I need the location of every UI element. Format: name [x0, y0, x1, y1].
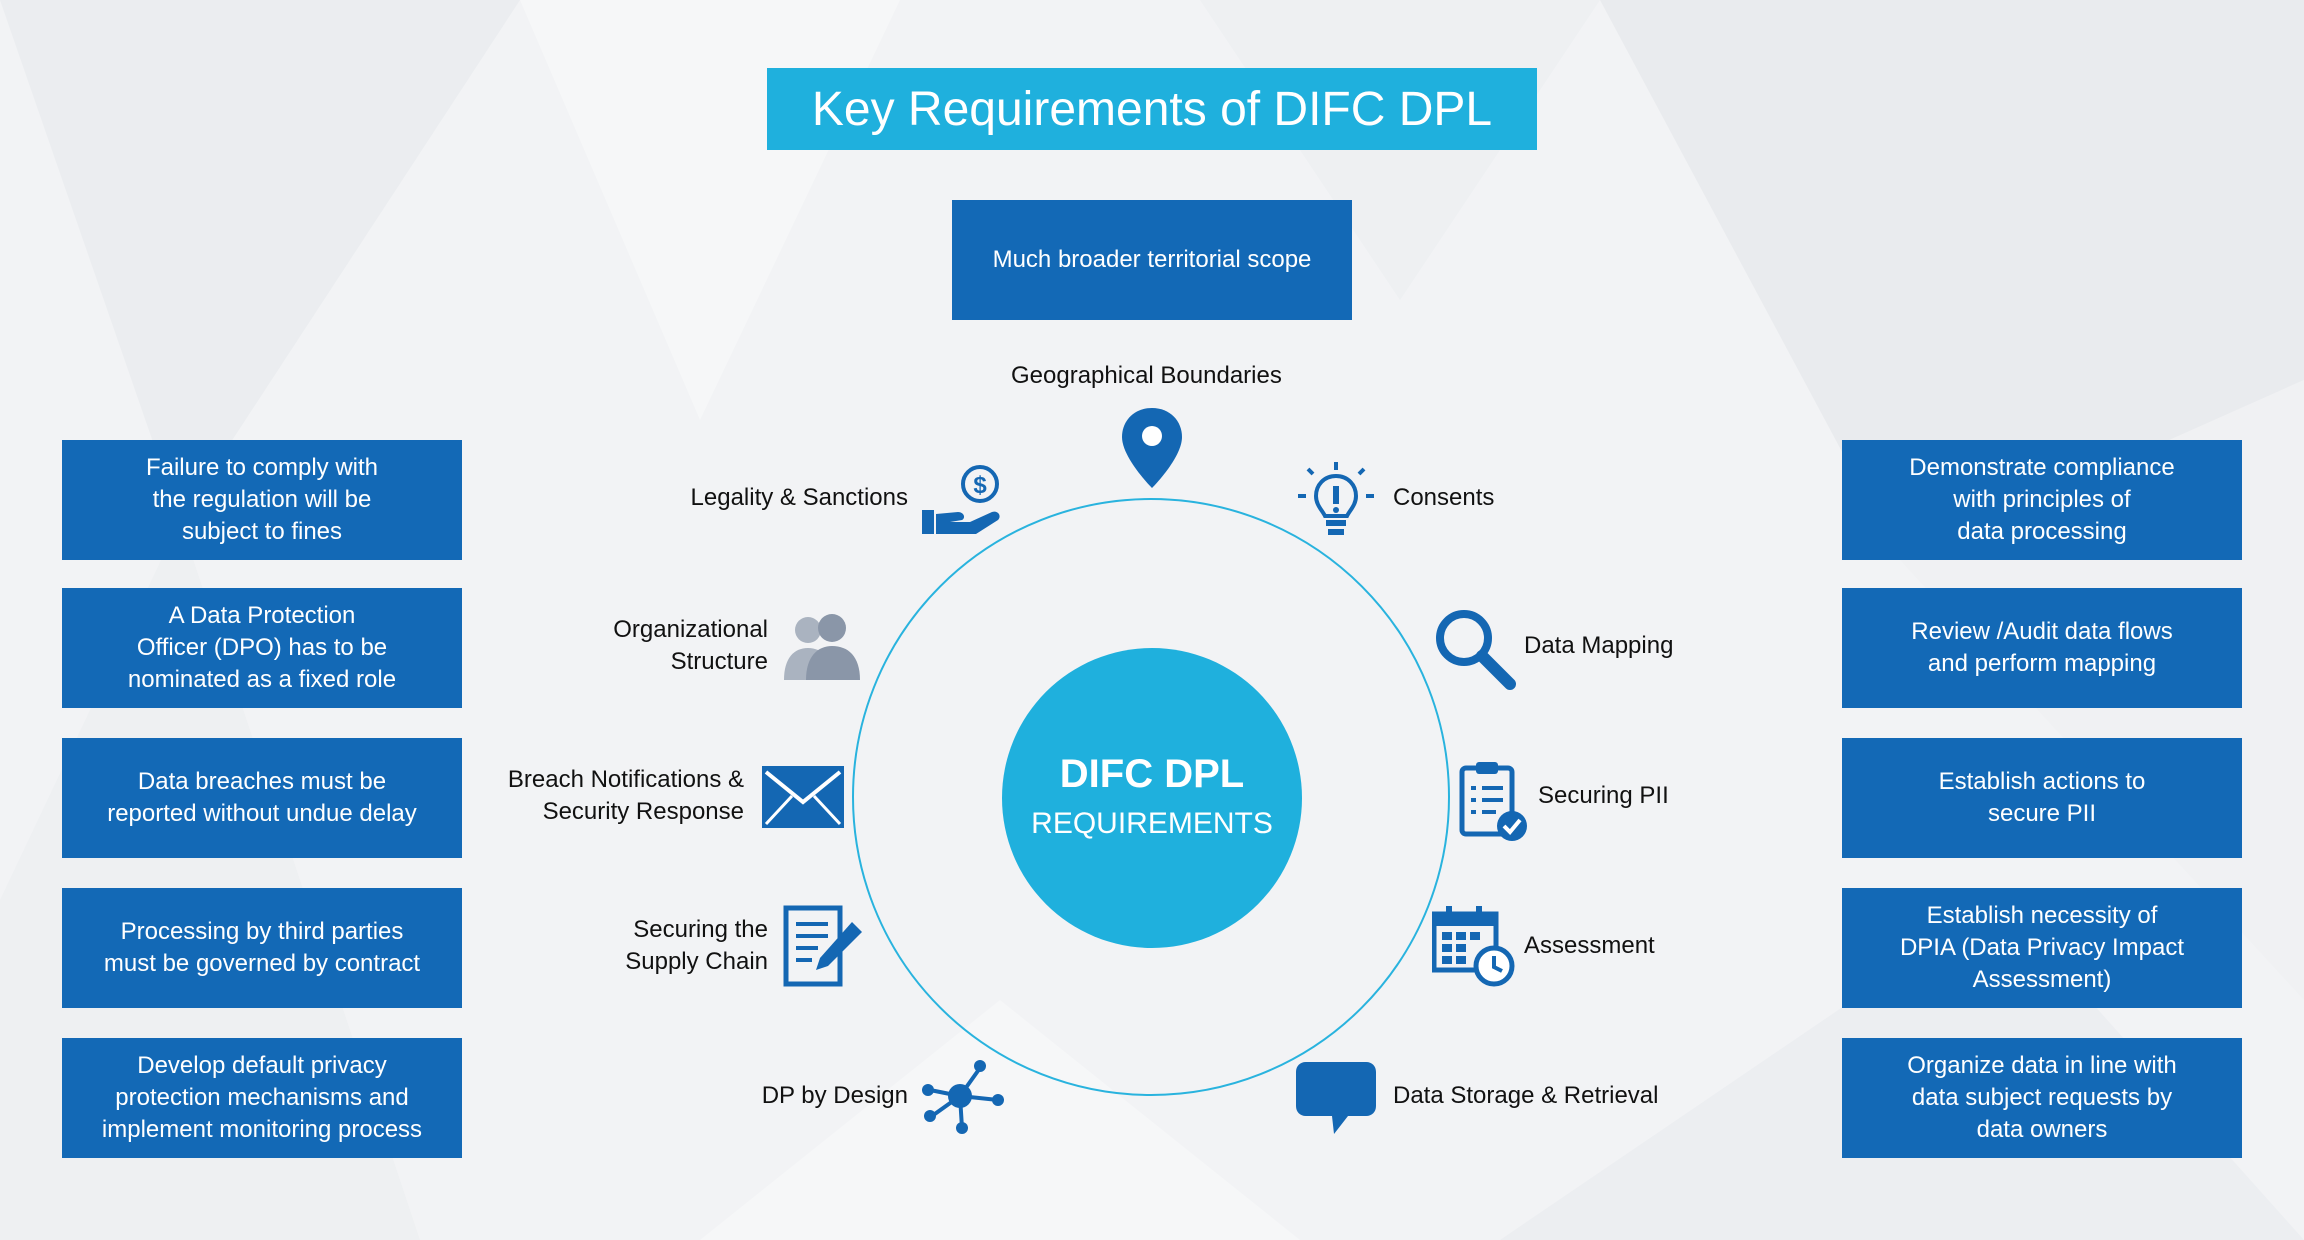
audit-box: Review /Audit data flows and perform map…	[1842, 588, 2242, 708]
default-privacy-box: Develop default privacy protection mecha…	[62, 1038, 462, 1158]
location-pin-icon	[1118, 406, 1186, 490]
fines-box: Failure to comply with the regulation wi…	[62, 440, 462, 560]
money-hand-icon: $	[918, 462, 1004, 538]
territorial-scope-box: Much broader territorial scope	[952, 200, 1352, 320]
dpia-box: Establish necessity of DPIA (Data Privac…	[1842, 888, 2242, 1008]
label-supply-chain: Securing the Supply Chain	[625, 916, 768, 975]
people-icon	[782, 612, 866, 682]
center-title: DIFC DPL	[1059, 752, 1245, 796]
magnifier-icon	[1432, 606, 1516, 690]
label-geographical: Geographical Boundaries	[1011, 362, 1282, 389]
label-data-mapping: Data Mapping	[1524, 632, 1674, 659]
third-party-box: Processing by third parties must be gove…	[62, 888, 462, 1008]
label-securing-pii: Securing PII	[1538, 782, 1669, 809]
label-org-structure: Organizational Structure	[613, 616, 768, 675]
center-subtitle: REQUIREMENTS	[1031, 807, 1273, 840]
document-edit-icon	[782, 904, 866, 988]
center-circle: DIFC DPL REQUIREMENTS	[1002, 648, 1302, 948]
label-breach: Breach Notifications & Security Response	[507, 766, 744, 825]
clipboard-check-icon	[1458, 758, 1528, 844]
compliance-box: Demonstrate compliance with principles o…	[1842, 440, 2242, 560]
page-title: Key Requirements of DIFC DPL	[767, 68, 1537, 150]
svg-text:$: $	[973, 472, 987, 499]
label-consents: Consents	[1393, 484, 1495, 511]
secure-pii-box: Establish actions to secure PII	[1842, 738, 2242, 858]
breach-reporting-box: Data breaches must be reported without u…	[62, 738, 462, 858]
label-dp-design: DP by Design	[761, 1082, 908, 1109]
lightbulb-icon	[1296, 460, 1376, 540]
requirements-ring	[852, 498, 1450, 1096]
organize-data-box: Organize data in line with data subject …	[1842, 1038, 2242, 1158]
dpo-box: A Data Protection Officer (DPO) has to b…	[62, 588, 462, 708]
label-storage: Data Storage & Retrieval	[1393, 1082, 1659, 1109]
label-legality: Legality & Sanctions	[690, 484, 908, 511]
calendar-clock-icon	[1432, 904, 1516, 988]
envelope-icon	[760, 764, 846, 830]
chat-bubble-icon	[1294, 1060, 1378, 1136]
label-assessment: Assessment	[1524, 932, 1655, 959]
network-icon	[918, 1056, 1004, 1136]
